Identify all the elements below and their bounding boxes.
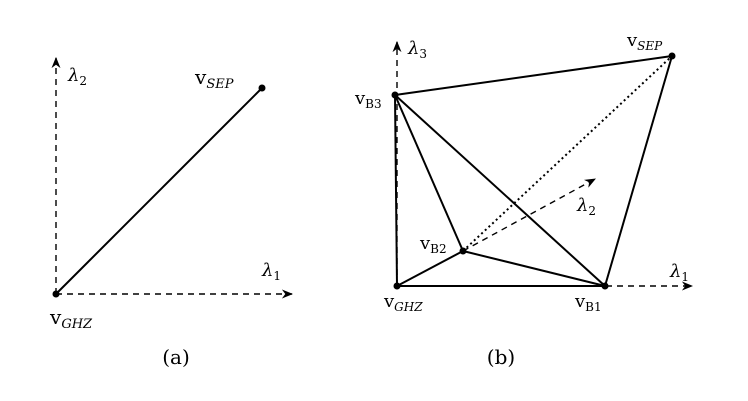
vertex-ghz-label-a: vGHZ — [49, 305, 93, 332]
axis-lambda3-label-b: λ3 — [407, 38, 427, 61]
panel-a: λ2 λ1 vSEP vGHZ (a) — [49, 56, 294, 369]
vertex-ghz-label-b: vGHZ — [383, 291, 423, 314]
edge-b2-sep-dotted — [462, 55, 673, 252]
vertex-sep-b — [668, 52, 676, 60]
axis-lambda1-label-a: λ1 — [261, 260, 281, 283]
vertex-b1 — [601, 282, 609, 290]
vertex-b3 — [391, 91, 399, 99]
edge-b2-b3 — [394, 94, 464, 252]
axis-lambda1-label-b: λ1 — [669, 261, 689, 284]
edge-b3-sep — [394, 55, 673, 96]
edge-ghz-sep-a — [55, 87, 263, 295]
axis-lambda2-label-b: λ2 — [576, 195, 596, 218]
edge-b1-sep — [604, 55, 673, 287]
vertex-sep-a — [258, 84, 266, 92]
vertex-b2 — [459, 247, 467, 255]
axis-lambda2-label-a: λ2 — [67, 65, 87, 88]
edge-b3-b1 — [394, 94, 606, 287]
vertex-sep-label-b: vSEP — [626, 30, 663, 53]
edge-b2-b1 — [462, 250, 606, 287]
vertex-b1-label: vB1 — [574, 291, 602, 314]
caption-b: (b) — [487, 345, 515, 369]
caption-a: (a) — [162, 345, 190, 369]
vertex-ghz-b — [393, 282, 401, 290]
vertex-b2-label: vB2 — [419, 233, 447, 256]
edge-ghz-b2 — [396, 250, 464, 287]
vertex-ghz-a — [52, 290, 60, 298]
edge-ghz-b3 — [394, 94, 398, 287]
axis-lambda2-b — [462, 178, 596, 252]
panel-b: λ3 λ1 λ2 vSEP vB3 vB2 vGHZ vB1 (b) — [354, 30, 694, 369]
vertex-sep-label-a: vSEP — [194, 65, 234, 92]
vertex-b3-label: vB3 — [354, 88, 382, 111]
